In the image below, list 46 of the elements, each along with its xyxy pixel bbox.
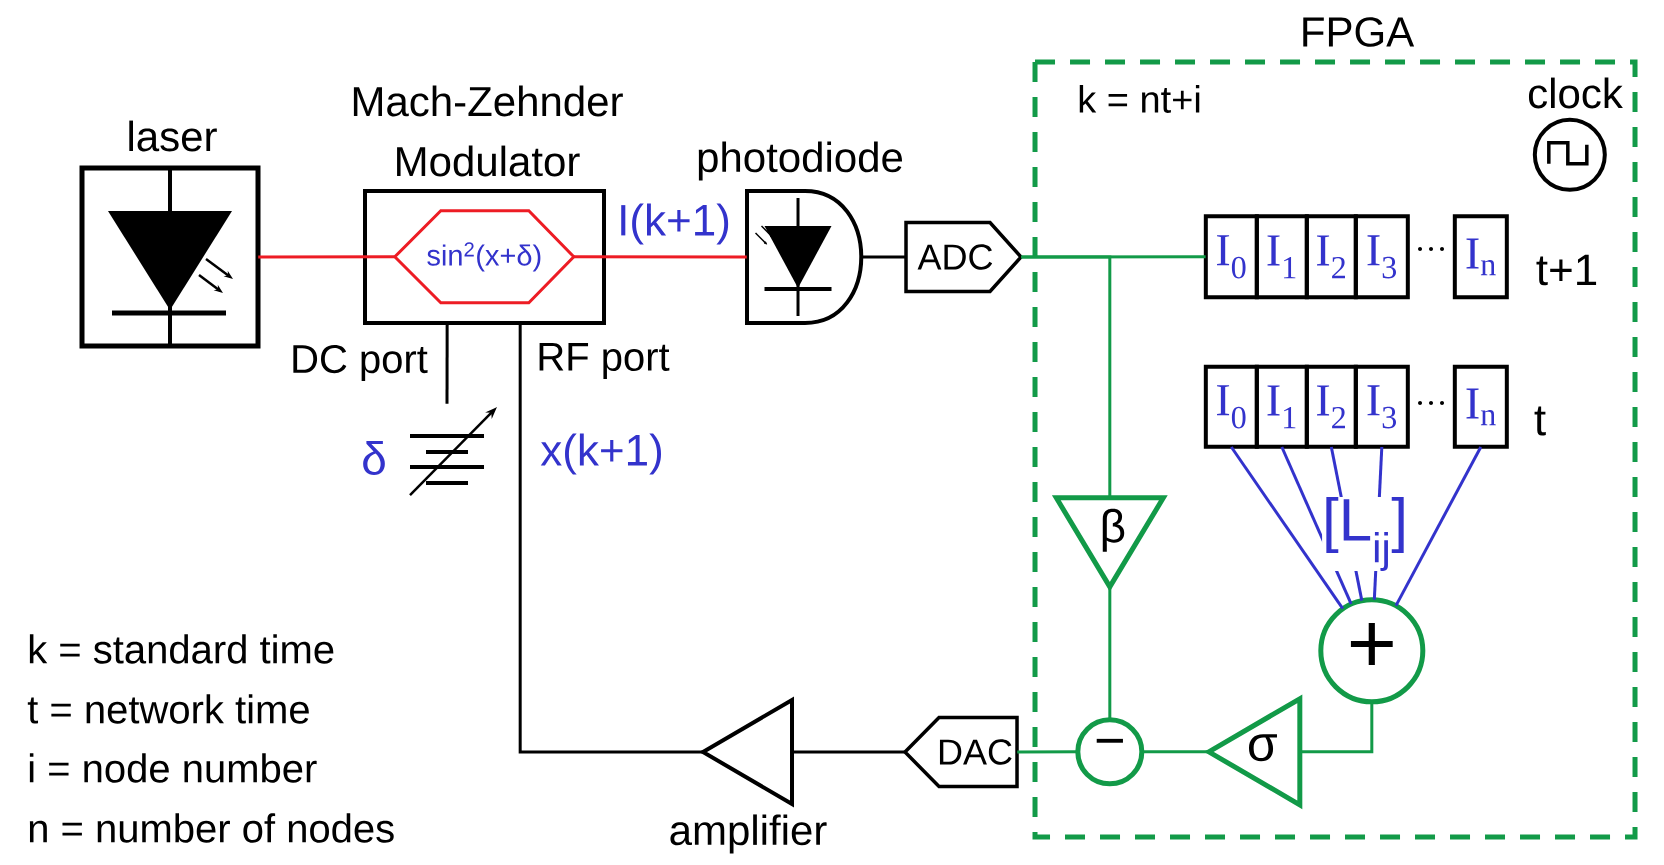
edge-label: I(k+1) xyxy=(616,202,732,246)
definition-text: n = number of nodes xyxy=(29,813,394,843)
connector-line xyxy=(1017,750,1078,754)
connector-line xyxy=(518,323,703,754)
register-cell: I$_{0}$ xyxy=(1203,364,1259,449)
component-label: Mach-Zehnder Modulator xyxy=(353,85,623,177)
register-cell: I$_{n}$ xyxy=(1452,364,1509,449)
component-label: clock xyxy=(1528,77,1623,109)
connector-line xyxy=(1394,446,1483,607)
register-cell: I$_{n}$ xyxy=(1452,214,1509,300)
summing-junction: + xyxy=(1318,597,1426,705)
connector-line xyxy=(1142,750,1209,754)
port-label: DC port xyxy=(293,344,428,382)
edge-label: x(k+1) xyxy=(539,432,665,476)
register-cell: I$_{1}$ xyxy=(1254,214,1309,300)
connector-line xyxy=(1108,587,1112,720)
connector-line xyxy=(1230,446,1344,610)
matrix-label: [L$_{ij}$] xyxy=(1322,497,1408,572)
register-cell: I$_{1}$ xyxy=(1254,364,1309,449)
component-label: photodiode xyxy=(698,141,903,181)
summing-junction: − xyxy=(1075,717,1145,787)
connector-line xyxy=(445,323,449,404)
connector-line xyxy=(1021,255,1112,498)
register-cell: I$_{3}$ xyxy=(1353,214,1410,300)
register-cell: I$_{2}$ xyxy=(1304,364,1358,449)
connector-line xyxy=(862,255,906,259)
definition-text: k = standard time xyxy=(29,634,334,664)
register-cell: I$_{0}$ xyxy=(1203,214,1259,300)
port-label: RF port xyxy=(539,343,670,379)
row-label: t xyxy=(1534,406,1546,436)
connector-line xyxy=(792,750,905,754)
definition-text: i = node number xyxy=(29,753,317,783)
component-label: laser xyxy=(129,120,217,152)
equation-text: k = nt+i xyxy=(1079,85,1200,113)
connector-line xyxy=(1021,255,1206,259)
register-cell: I$_{3}$ xyxy=(1353,364,1410,449)
connector-line xyxy=(574,255,747,259)
register-cell: I$_{2}$ xyxy=(1304,214,1358,300)
symbol-label: δ xyxy=(363,441,385,475)
converter-block: ADC xyxy=(904,220,1024,294)
definition-text: t = network time xyxy=(27,694,309,724)
connector-line xyxy=(258,255,395,259)
connector-line xyxy=(1300,702,1374,754)
component-label: FPGA xyxy=(1303,17,1415,47)
row-label: t+1 xyxy=(1536,254,1597,286)
component-label: amplifier xyxy=(670,814,827,854)
